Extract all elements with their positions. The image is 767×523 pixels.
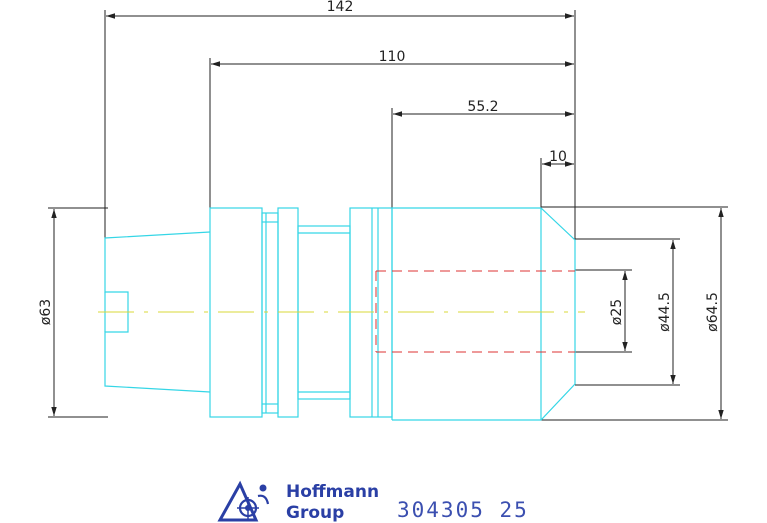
dim-text-142: 142 <box>327 0 354 15</box>
dim-text-55-2: 55.2 <box>467 99 498 115</box>
dim-text-d44-5: ø44.5 <box>657 292 673 332</box>
brand-name-line1: Hoffmann <box>286 482 379 502</box>
part-outline <box>104 207 576 421</box>
dim-text-d64-5: ø64.5 <box>705 292 721 332</box>
dim-text-d63: ø63 <box>38 299 54 325</box>
dimension-lines <box>48 10 728 421</box>
brand-name-line2: Group <box>286 503 344 523</box>
dim-text-10: 10 <box>549 149 567 165</box>
dim-text-110: 110 <box>379 49 406 65</box>
hoffmann-logo-icon <box>217 480 270 522</box>
hidden-bore <box>375 270 575 353</box>
groove-flange-1 <box>261 212 279 414</box>
dim-text-d25: ø25 <box>609 299 625 325</box>
front-section <box>392 207 576 421</box>
part-number: 304305 25 <box>397 498 529 522</box>
